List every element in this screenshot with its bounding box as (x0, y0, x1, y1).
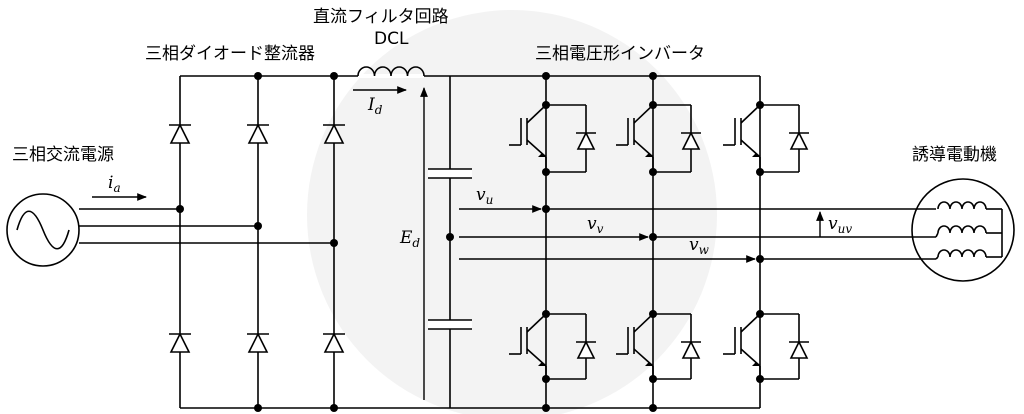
vuv-symbol: vuv (828, 214, 852, 236)
dc-capacitors (428, 168, 472, 330)
ac-input-lines (79, 208, 334, 244)
dcl-label: DCL (374, 29, 409, 49)
ia-symbol: ia (108, 173, 121, 195)
igbt-switch-u-lower (509, 313, 596, 380)
inverter-label: 三相電圧形インバータ (535, 44, 705, 64)
igbt-switch-u-upper (509, 104, 596, 173)
Ed-symbol: Ed (399, 228, 420, 250)
watermark-circle (307, 10, 717, 414)
vv-symbol: vv (587, 214, 604, 236)
motor-label: 誘導電動機 (912, 145, 997, 165)
vu-symbol: vu (476, 185, 493, 207)
rectifier-junction-dots (176, 72, 338, 412)
output-lines (546, 208, 936, 260)
dcl-inductor (357, 66, 425, 77)
inverter-legs (545, 76, 761, 408)
filter-label: 直流フィルタ回路 (313, 7, 449, 27)
igbt-switch-v-upper (616, 104, 701, 173)
vw-symbol: vw (689, 235, 710, 257)
igbt-switch-v-lower (616, 313, 701, 380)
rectifier-label: 三相ダイオード整流器 (145, 44, 315, 64)
Id-symbol: Id (367, 95, 383, 117)
dc-link-wires (449, 75, 760, 409)
rectifier-diodes (169, 123, 345, 353)
source-label: 三相交流電源 (12, 145, 114, 165)
induction-motor (911, 178, 1015, 282)
ac-source (6, 193, 80, 267)
igbt-switch-w-lower (723, 313, 809, 380)
midpoint-dot (446, 233, 454, 241)
igbt-switch-w-upper (723, 104, 809, 173)
